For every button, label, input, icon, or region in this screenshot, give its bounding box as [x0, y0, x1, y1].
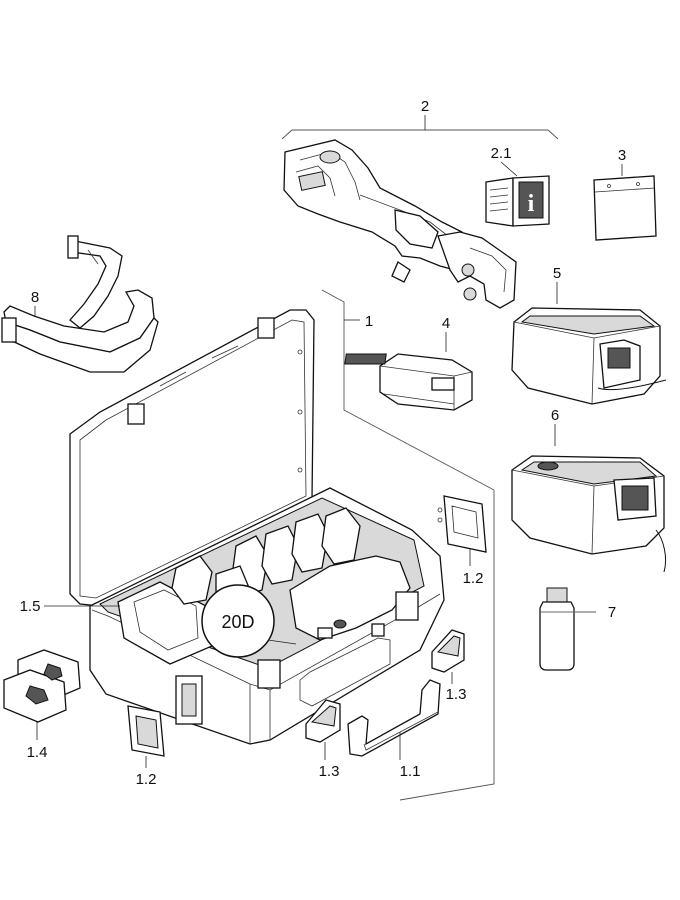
carry-handle	[347, 679, 441, 760]
bracket-2	[281, 115, 559, 140]
label-1: 1	[365, 313, 373, 330]
latch-bottom	[305, 699, 341, 760]
label-1-5: 1.5	[20, 598, 41, 615]
label-2-1: 2.1	[491, 145, 512, 162]
charger-2	[511, 424, 667, 573]
label-7: 7	[608, 604, 616, 621]
label-2: 2	[421, 98, 429, 115]
battery	[344, 332, 473, 411]
manual: i	[485, 161, 550, 227]
label-1-3-bottom: 1.3	[319, 763, 340, 780]
latch-right	[431, 629, 465, 684]
shoulder-strap	[1, 235, 159, 373]
bracket-1	[321, 289, 495, 801]
size-badge: 20D	[201, 584, 297, 658]
label-6: 6	[551, 407, 559, 424]
document-card	[593, 164, 657, 241]
insert-bracket-right	[437, 495, 487, 566]
press-tool	[283, 139, 517, 309]
label-4: 4	[442, 315, 450, 332]
label-1-3-right: 1.3	[446, 686, 467, 703]
bottle	[539, 587, 596, 671]
label-3: 3	[618, 147, 626, 164]
charger-1	[511, 282, 667, 405]
badge-text: 20D	[221, 612, 254, 632]
insert-bracket-left	[127, 705, 165, 768]
label-1-2-right: 1.2	[463, 570, 484, 587]
label-1-1: 1.1	[400, 763, 421, 780]
svg-text:i: i	[528, 191, 535, 217]
label-8: 8	[31, 289, 39, 306]
jaw-holders	[3, 649, 81, 740]
label-5: 5	[553, 265, 561, 282]
label-1-4: 1.4	[27, 744, 48, 761]
label-1-2-left: 1.2	[136, 771, 157, 788]
